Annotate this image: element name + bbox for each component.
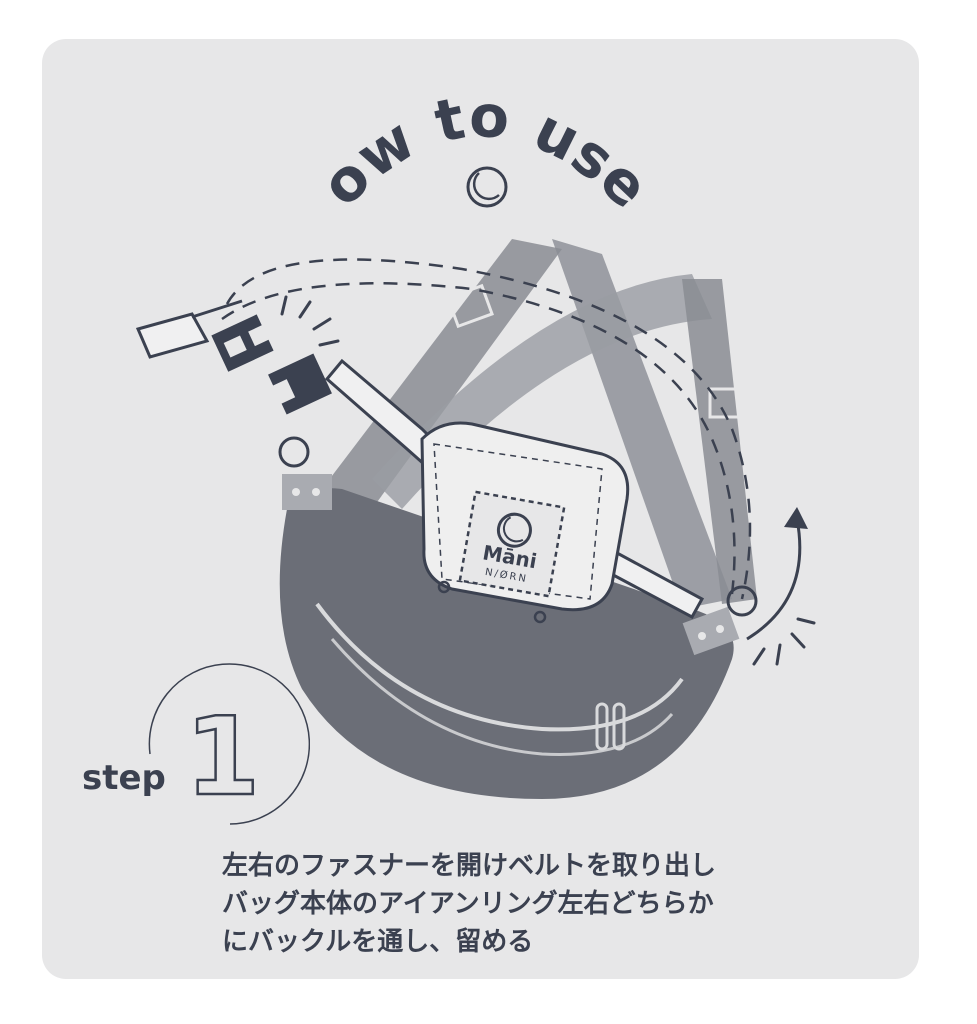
dashed-strap-path <box>221 282 736 595</box>
bag-tab-left <box>282 474 332 510</box>
bag-illustration: Māni N/ØRN <box>135 239 816 799</box>
dashed-strap-path <box>225 258 752 600</box>
zipper-pull-icon <box>437 580 451 594</box>
bag-tab-right <box>682 606 740 656</box>
bag-seam-line <box>330 638 674 756</box>
buckle-male-icon <box>211 314 274 372</box>
strap-adjuster-icon <box>708 387 742 419</box>
iron-ring-left-icon <box>278 436 310 468</box>
iron-ring-right-icon <box>726 585 758 617</box>
step-label: step <box>82 758 166 798</box>
strap-right-vertical <box>682 279 757 604</box>
brand-logo-patch: Māni N/ØRN <box>458 490 566 598</box>
instruction-line: バッグ本体のアイアンリング左右どちらか <box>222 889 714 919</box>
instruction-text: 左右のファスナーを開けベルトを取り出し バッグ本体のアイアンリング左右どちらか … <box>222 847 842 961</box>
step-arc <box>148 663 310 825</box>
step-number: 1 <box>185 695 260 820</box>
instruction-line: 左右のファスナーを開けベルトを取り出し <box>222 851 717 881</box>
belt-end-tab <box>135 312 210 359</box>
moon-icon <box>496 512 532 548</box>
buckle-female-icon <box>268 353 332 415</box>
arrow-curve <box>746 518 802 641</box>
heading-arc: How to use.. <box>42 39 662 222</box>
instruction-card: How to use.. <box>42 39 919 979</box>
click-spark-icon <box>752 617 816 666</box>
strap-back-left <box>322 239 562 509</box>
zipper-pull-icon <box>612 702 626 751</box>
arrow-up-icon <box>784 507 808 529</box>
instruction-line: にバックルを通し、留める <box>222 927 534 957</box>
bag-zipper-line <box>315 602 684 732</box>
moon-icon <box>466 166 508 208</box>
zipper-pull-icon <box>595 702 609 751</box>
strap-adjuster-icon <box>446 283 494 329</box>
zipper-pull-icon <box>533 610 547 624</box>
click-spark-icon <box>280 295 340 347</box>
step-badge: step 1 <box>82 663 310 825</box>
